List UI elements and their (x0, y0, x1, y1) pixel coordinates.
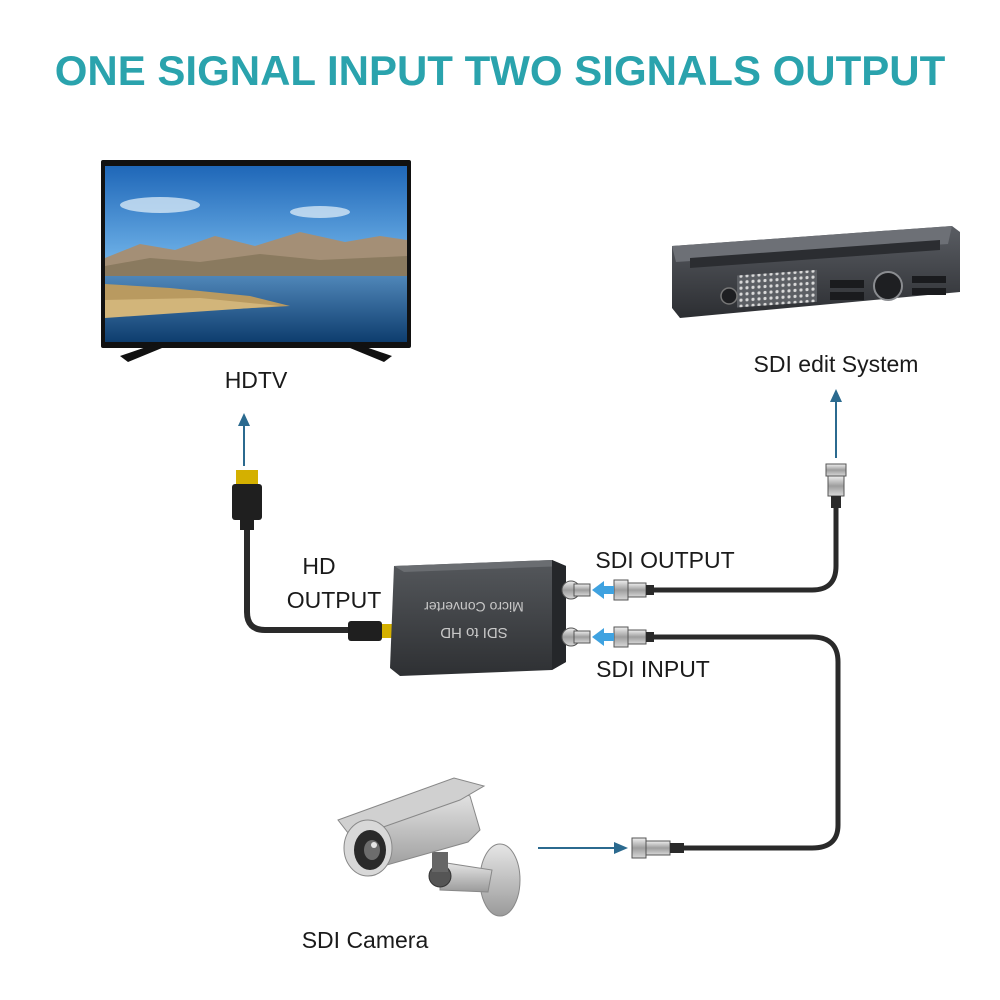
arrow-up-edit-system-icon (830, 389, 842, 458)
sdi-input-cable (647, 634, 841, 851)
hdmi-cable (244, 525, 361, 633)
bnc-connector-edit-system (825, 463, 847, 508)
micro-converter-icon (390, 560, 591, 676)
converter-label-line1: SDI to HD (440, 624, 508, 641)
sdi-camera-label: SDI Camera (302, 927, 429, 953)
page-title: ONE SIGNAL INPUT TWO SIGNALS OUTPUT (55, 47, 946, 94)
arrow-right-camera-icon (538, 842, 628, 854)
bnc-connector-input (613, 626, 654, 648)
bnc-connector-camera (631, 837, 684, 859)
sdi-input-label: SDI INPUT (596, 656, 710, 682)
sdi-edit-system-label: SDI edit System (754, 351, 919, 377)
sdi-output-label: SDI OUTPUT (595, 547, 734, 573)
converter-label: SDI to HD Micro Converter (424, 599, 524, 641)
sdi-edit-system-icon (672, 226, 960, 318)
arrow-up-hdtv-icon (238, 413, 250, 466)
arrow-sdi-input-icon (592, 628, 614, 646)
hdmi-connector-top (232, 470, 262, 530)
hd-label: HD (302, 553, 335, 579)
bnc-connector-output (613, 579, 654, 601)
hdtv-icon (101, 160, 411, 362)
converter-label-line2: Micro Converter (424, 599, 524, 615)
hd-output-label: OUTPUT (287, 587, 382, 613)
hdmi-connector-converter (348, 621, 394, 641)
arrow-sdi-output-icon (592, 581, 614, 599)
sdi-output-cable (647, 502, 839, 593)
hdtv-label: HDTV (225, 367, 288, 393)
sdi-camera-icon (337, 777, 521, 917)
